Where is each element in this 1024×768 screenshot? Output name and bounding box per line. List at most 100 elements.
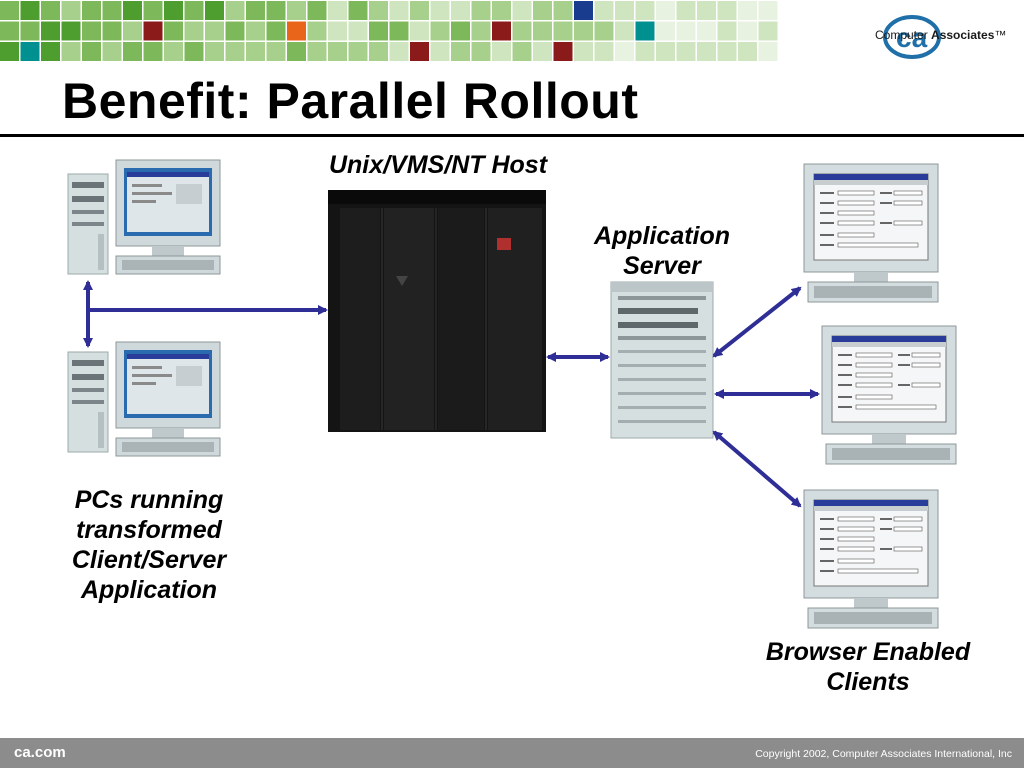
mosaic-tile — [328, 42, 347, 61]
mosaic-tile — [246, 21, 265, 41]
application-server — [610, 281, 714, 439]
mosaic-tile — [697, 21, 716, 41]
mosaic-tile — [512, 21, 532, 41]
mosaic-tile — [164, 21, 183, 41]
mosaic-tile — [20, 1, 40, 20]
mosaic-tile — [717, 21, 737, 41]
mosaic-tile — [676, 42, 696, 61]
mosaic-tile — [492, 21, 511, 41]
mosaic-tile — [143, 21, 163, 41]
mosaic-tile — [574, 1, 593, 20]
header-mosaic — [0, 1, 778, 61]
mosaic-tile — [697, 42, 716, 61]
mosaic-tile — [574, 21, 593, 41]
mosaic-tile — [20, 42, 40, 61]
mosaic-tile — [430, 1, 450, 20]
mosaic-tile — [656, 42, 675, 61]
mosaic-tile — [553, 21, 573, 41]
mosaic-tile — [717, 1, 737, 20]
mosaic-tile — [184, 42, 204, 61]
browser-client — [803, 489, 939, 629]
mosaic-tile — [656, 21, 675, 41]
mosaic-tile — [82, 1, 101, 20]
mosaic-tile — [82, 42, 101, 61]
browser-clients-label: Browser Enabled Clients — [765, 638, 971, 696]
mosaic-tile — [492, 42, 511, 61]
pcs-label: PCs running transformed Client/Server Ap… — [71, 486, 227, 604]
mosaic-tile — [41, 1, 60, 20]
mosaic-tile — [287, 21, 306, 41]
mosaic-tile — [594, 42, 614, 61]
company-logo-text: Computer Associates™ — [875, 28, 1007, 42]
mosaic-tile — [102, 1, 122, 20]
mosaic-tile — [164, 1, 183, 20]
browser-client — [821, 325, 957, 465]
mosaic-tile — [205, 1, 224, 20]
mosaic-tile — [20, 21, 40, 41]
mosaic-tile — [656, 1, 675, 20]
mosaic-tile — [512, 1, 532, 20]
mosaic-tile — [553, 1, 573, 20]
mosaic-tile — [164, 42, 183, 61]
copyright-text: Copyright 2002, Computer Associates Inte… — [755, 748, 1012, 760]
mosaic-tile — [738, 42, 757, 61]
mosaic-tile — [266, 21, 286, 41]
mosaic-tile — [41, 42, 60, 61]
mosaic-tile — [410, 21, 429, 41]
mosaic-tile — [615, 42, 634, 61]
mosaic-tile — [369, 21, 388, 41]
mosaic-tile — [533, 21, 552, 41]
mosaic-tile — [328, 1, 347, 20]
mosaic-tile — [123, 42, 142, 61]
mosaic-tile — [635, 1, 655, 20]
svg-text:ca: ca — [896, 22, 928, 53]
mosaic-tile — [61, 42, 81, 61]
mosaic-tile — [615, 21, 634, 41]
mosaic-tile — [82, 21, 101, 41]
mosaic-tile — [758, 42, 778, 61]
mosaic-tile — [676, 21, 696, 41]
mosaic-tile — [143, 1, 163, 20]
ca-logo-icon: ca — [883, 15, 941, 59]
server-to-client-arrow — [712, 286, 802, 358]
mosaic-tile — [348, 42, 368, 61]
slide-title: Benefit: Parallel Rollout — [62, 73, 639, 129]
mosaic-tile — [287, 1, 306, 20]
mosaic-tile — [697, 1, 716, 20]
mosaic-tile — [41, 21, 60, 41]
mosaic-tile — [594, 1, 614, 20]
mosaic-tile — [430, 21, 450, 41]
mosaic-tile — [266, 1, 286, 20]
mosaic-tile — [61, 21, 81, 41]
mosaic-tile — [717, 42, 737, 61]
mosaic-tile — [307, 21, 327, 41]
mosaic-tile — [225, 1, 245, 20]
rollout-diagram — [67, 159, 957, 629]
host-label: Unix/VMS/NT Host — [328, 151, 548, 179]
mosaic-tile — [615, 1, 634, 20]
mosaic-tile — [389, 42, 409, 61]
app-server-label: Application Server — [593, 222, 731, 280]
footer-bar: ca.com Copyright 2002, Computer Associat… — [0, 738, 1024, 768]
mosaic-tile — [410, 1, 429, 20]
mosaic-tile — [328, 21, 347, 41]
mosaic-tile — [307, 42, 327, 61]
mosaic-tile — [738, 21, 757, 41]
mosaic-tile — [451, 21, 470, 41]
mosaic-tile — [471, 21, 491, 41]
mosaic-tile — [594, 21, 614, 41]
mosaic-tile — [287, 42, 306, 61]
mosaic-tile — [738, 1, 757, 20]
mosaic-tile — [225, 42, 245, 61]
mosaic-tile — [123, 21, 142, 41]
pc-workstation — [67, 159, 221, 275]
site-link[interactable]: ca.com — [14, 744, 66, 761]
mosaic-tile — [246, 42, 265, 61]
mosaic-tile — [635, 42, 655, 61]
mosaic-tile — [553, 42, 573, 61]
mosaic-tile — [410, 42, 429, 61]
mosaic-tile — [758, 21, 778, 41]
mosaic-tile — [184, 21, 204, 41]
mosaic-tile — [676, 1, 696, 20]
mosaic-tile — [492, 1, 511, 20]
